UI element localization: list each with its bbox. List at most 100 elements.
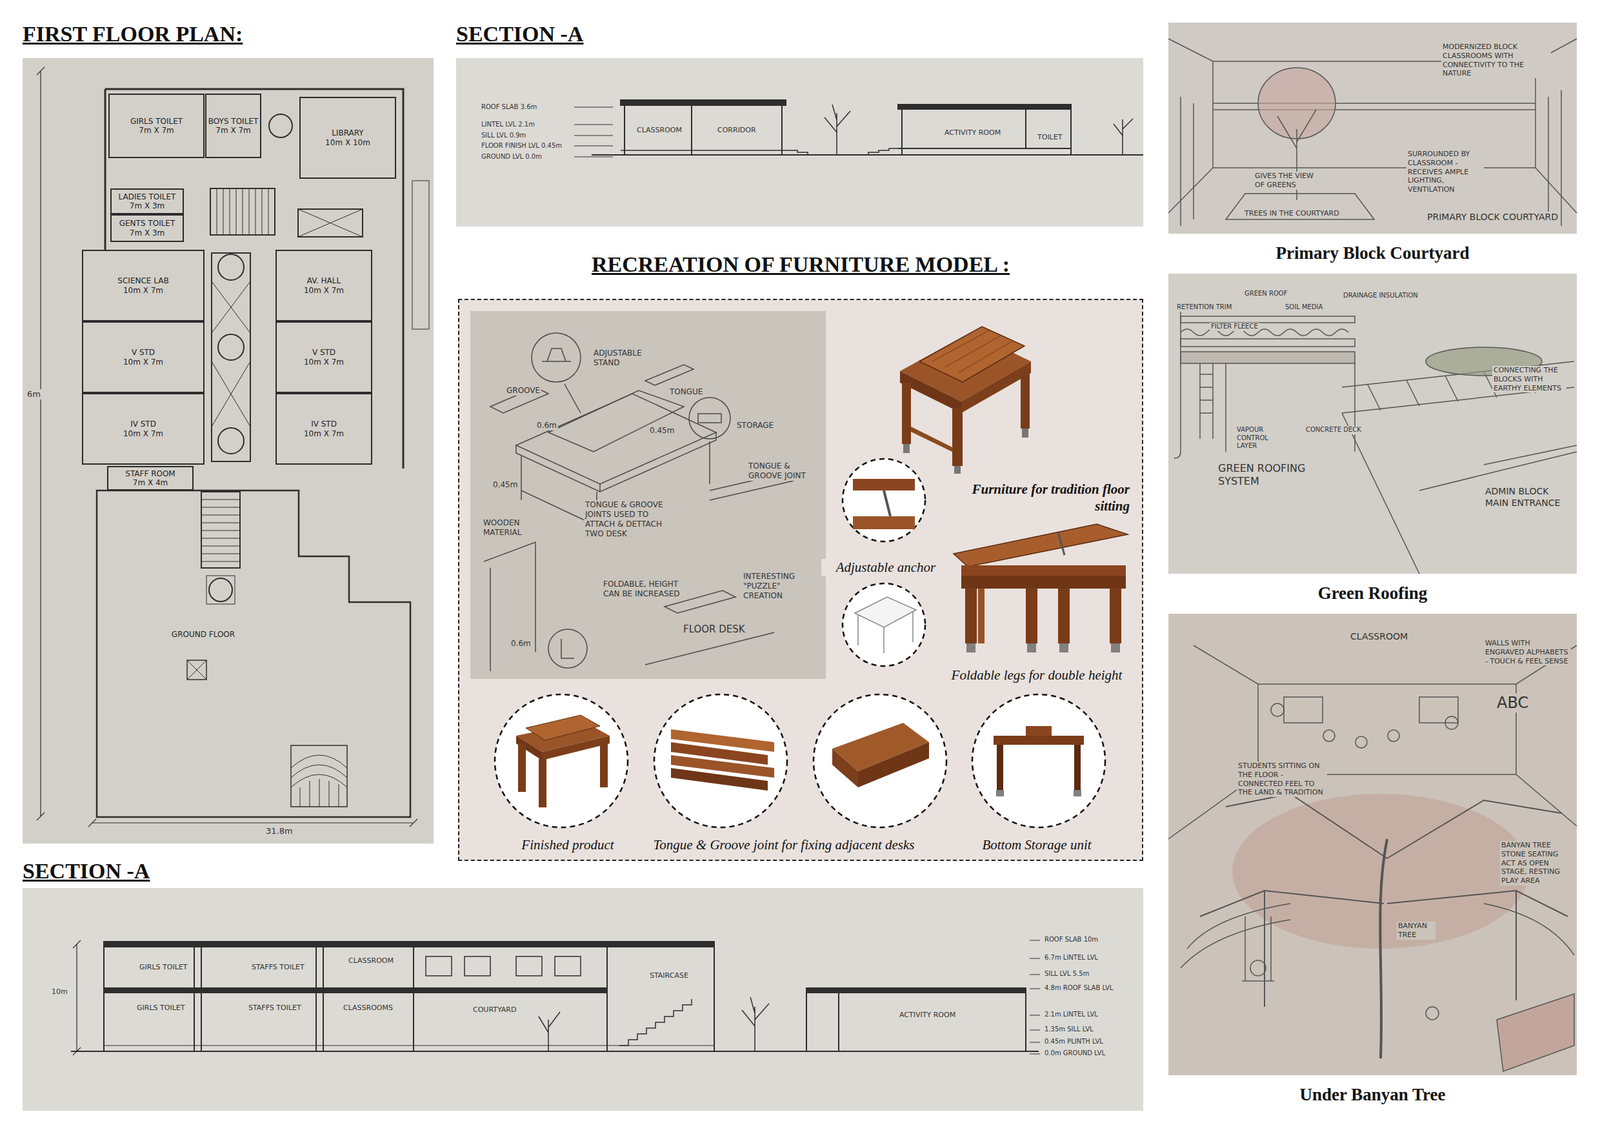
annotation-label: TONGUE & GROOVE JOINT: [747, 461, 819, 481]
annotation-label: GREEN ROOF: [1243, 289, 1289, 299]
annotation-label: CLASSROOM: [635, 125, 684, 135]
room-dimension: 10m X 7m: [123, 429, 164, 439]
annotation-label: ADJUSTABLE STAND: [592, 348, 651, 368]
room-box: SCIENCE LAB10m X 7m: [81, 249, 205, 322]
room-name: GENTS TOILET: [119, 218, 176, 228]
annotation-label: WOODEN MATERIAL: [481, 518, 537, 538]
annotation-label: GIVES THE VIEW OF GREENS: [1253, 171, 1315, 190]
room-box: LADIES TOILET7m X 3m: [110, 188, 184, 215]
annotation-label: 0.6m: [535, 420, 559, 431]
annotation-label: ACTIVITY ROOM: [898, 1010, 957, 1020]
annotation-label: ROOF SLAB 10m: [1043, 935, 1100, 944]
annotation-label: STAFFS TOILET: [247, 1003, 303, 1013]
annotation-label: PRIMARY BLOCK COURTYARD: [1425, 211, 1560, 224]
annotation-label: 1.35m SILL LVL: [1043, 1025, 1095, 1034]
room-name: STAFF ROOM: [125, 469, 175, 479]
room-box: AV. HALL10m X 7m: [275, 249, 373, 322]
room-dimension: 7m X 7m: [215, 125, 251, 135]
annotation-label: CORRIDOR: [716, 125, 758, 135]
annotation-label: 4.8m ROOF SLAB LVL: [1043, 983, 1115, 993]
annotation-label: GIRLS TOILET: [135, 1003, 186, 1013]
annotation-label: WALLS WITH ENGRAVED ALPHABETS - TOUCH & …: [1483, 638, 1571, 666]
annotation-label: SURROUNDED BY CLASSROOM - RECEIVES AMPLE…: [1406, 149, 1484, 195]
annotation-label: 31.8m: [264, 825, 295, 837]
annotation-label: 0.45m: [491, 480, 519, 490]
annotation-label: FLOOR DESK: [681, 623, 747, 636]
annotation-label: 2.1m LINTEL LVL: [1043, 1010, 1100, 1019]
room-dimension: 10m X 7m: [303, 429, 344, 439]
annotation-label: STAIRCASE: [648, 970, 690, 980]
annotation-label: TOILET: [1036, 132, 1064, 142]
caption-label: Finished product: [496, 836, 639, 853]
room-box: BOYS TOILET7m X 7m: [205, 93, 262, 159]
annotation-label: SILL LVL 0.9m: [480, 131, 528, 140]
annotation-label: ABC: [1495, 692, 1530, 713]
panel-heading: FIRST FLOOR PLAN:: [22, 21, 243, 48]
annotation-label: GIRLS TOILET: [138, 962, 189, 972]
annotation-label: BANYAN TREE STONE SEATING ACT AS OPEN ST…: [1500, 840, 1571, 886]
annotation-label: CLASSROOM: [347, 956, 395, 966]
room-name: BOYS TOILET: [208, 116, 259, 126]
annotation-label: ADMIN BLOCK MAIN ENTRANCE: [1483, 485, 1568, 509]
caption-label: Foldable legs for double height: [933, 666, 1140, 684]
room-box: IV STD10m X 7m: [275, 392, 373, 465]
annotation-label: VAPOUR CONTROL LAYER: [1235, 425, 1291, 451]
annotation-label: CONNECTING THE BLOCKS WITH EARTHY ELEMEN…: [1492, 365, 1567, 393]
room-name: SCIENCE LAB: [117, 276, 169, 286]
room-name: GROUND FLOOR: [171, 629, 235, 639]
annotation-label: 0.6m: [509, 638, 533, 649]
room-name: AV. HALL: [307, 276, 341, 286]
room-dimension: 10m X 10m: [325, 138, 371, 148]
room-name: V STD: [131, 347, 155, 357]
annotation-label: ROOF SLAB 3.6m: [480, 103, 539, 112]
annotation-label: 6.7m LINTEL LVL: [1043, 953, 1100, 962]
panel-caption: Green Roofing: [1168, 582, 1577, 604]
annotation-label: 6m: [25, 389, 42, 400]
room-name: IV STD: [130, 419, 157, 429]
annotation-label: RETENTION TRIM: [1175, 303, 1233, 312]
room-name: LADIES TOILET: [118, 192, 177, 202]
annotation-label: 0.0m GROUND LVL: [1043, 1049, 1107, 1058]
area-label-box: GROUND FLOOR: [151, 624, 255, 644]
annotation-label: INTERESTING "PUZZLE" CREATION: [741, 571, 807, 601]
room-name: LIBRARY: [331, 128, 364, 138]
annotation-label: TONGUE: [668, 387, 704, 397]
caption-label: Adjustable anchor: [821, 558, 951, 576]
annotation-label: 0.45m: [648, 425, 676, 436]
annotation-label: CLASSROOMS: [341, 1003, 395, 1013]
annotation-label: TONGUE & GROOVE JOINTS USED TO ATTACH & …: [583, 500, 681, 539]
sketch-panel: Green Roofing: [1168, 273, 1577, 574]
room-dimension: 10m X 7m: [123, 285, 164, 295]
room-dimension: 10m X 7m: [303, 357, 344, 367]
annotation-label: FLOOR FINISH LVL 0.45m: [480, 141, 564, 151]
room-box: GENTS TOILET7m X 3m: [110, 214, 184, 242]
floor-plan-panel: FIRST FLOOR PLAN:GIRLS TOILET7m X 7mBOYS…: [22, 58, 434, 844]
annotation-label: STAFFS TOILET: [250, 962, 306, 972]
annotation-label: FOLDABLE, HEIGHT CAN BE INCREASED: [601, 579, 686, 599]
panel-caption: Primary Block Courtyard: [1168, 242, 1577, 264]
annotation-label: ACTIVITY ROOM: [943, 128, 1002, 138]
room-dimension: 7m X 4m: [132, 478, 169, 488]
room-name: IV STD: [310, 419, 337, 429]
annotation-label: LINTEL LVL 2.1m: [480, 120, 537, 130]
panel-heading: RECREATION OF FURNITURE MODEL :: [459, 251, 1142, 279]
annotation-label: GROOVE: [505, 385, 542, 396]
room-dimension: 10m X 7m: [123, 357, 164, 367]
room-box: V STD10m X 7m: [81, 321, 205, 393]
caption-label: Tongue & Groove joint for fixing adjacen…: [622, 836, 946, 853]
room-box: GIRLS TOILET7m X 7m: [108, 93, 205, 159]
annotation-label: FILTER FLEECE: [1209, 322, 1260, 331]
annotation-label: SILL LVL 5.5m: [1043, 969, 1091, 979]
annotation-label: COURTYARD: [471, 1005, 518, 1015]
panel-heading: SECTION -A: [22, 858, 150, 885]
room-box: STAFF ROOM7m X 4m: [107, 465, 194, 491]
annotation-label: 0.45m PLINTH LVL: [1043, 1037, 1105, 1046]
annotation-label: BANYAN TREE: [1396, 921, 1436, 940]
room-box: V STD10m X 7m: [275, 321, 373, 393]
caption-label: Furniture for tradition floor sitting: [963, 480, 1131, 515]
annotation-label: 10m: [50, 987, 70, 997]
room-dimension: 7m X 3m: [129, 201, 166, 211]
annotation-label: CLASSROOM: [1349, 630, 1410, 643]
annotation-label: CONCRETE DECK: [1304, 425, 1363, 435]
